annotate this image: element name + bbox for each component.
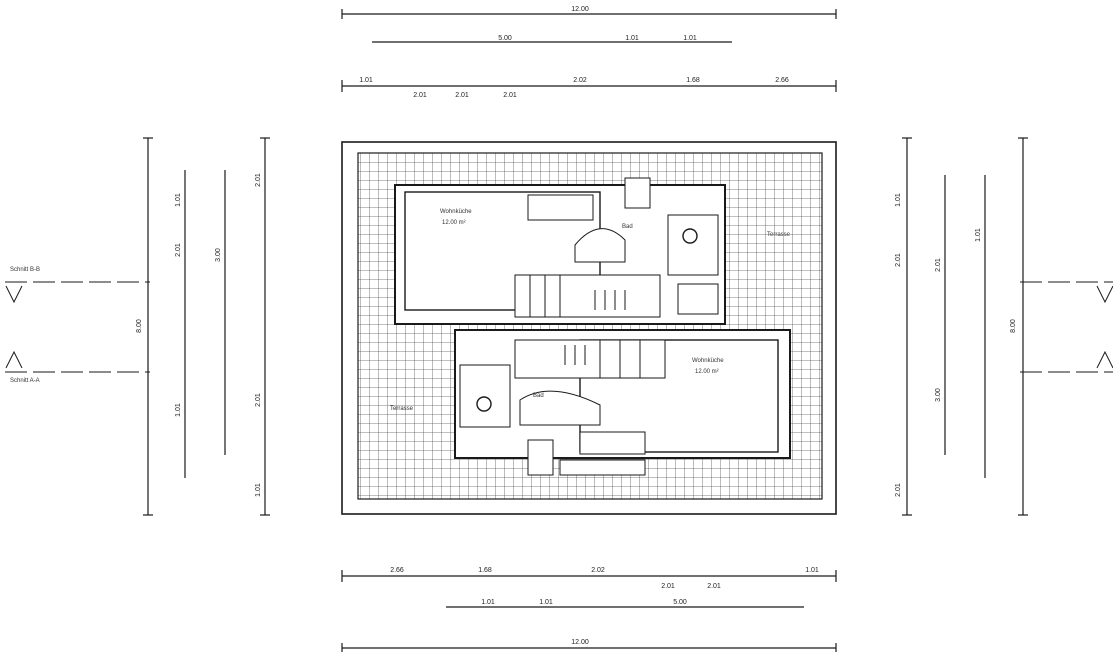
left-dim-6: 2.01: [255, 393, 262, 407]
left-dim-3: 3.00: [215, 248, 222, 262]
lower-bath-fixture-icon: [476, 396, 492, 412]
section-arrows: [5, 285, 1113, 369]
lower-entry-stair: [527, 439, 554, 476]
right-dim-1: 1.01: [895, 193, 902, 207]
right-dim-5: 3.00: [935, 388, 942, 402]
left-dim-5: 2.01: [255, 173, 262, 187]
bath-label-upper: Bad: [622, 224, 633, 230]
bottom-dimension-chain: [341, 570, 837, 652]
top-dim-4: 1.01: [359, 77, 373, 84]
lower-stair: [514, 339, 666, 379]
top-dim-7: 2.01: [503, 92, 517, 99]
left-dim-4: 1.01: [175, 403, 182, 417]
top-dimension-chain: [341, 9, 837, 92]
bath-label-lower: Bad: [533, 393, 544, 399]
lower-entry-landing: [559, 459, 646, 476]
bottom-dim-9: 5.00: [673, 599, 687, 606]
bottom-dim-6: 1.01: [805, 567, 819, 574]
bottom-dim-4: 2.01: [661, 583, 675, 590]
top-dim-1: 5.00: [498, 35, 512, 42]
building-outer-wall: [341, 141, 837, 515]
room-area-lower: 12.00 m²: [695, 369, 719, 375]
left-dimension-chain: [143, 137, 270, 516]
section-label-bottom: Schnitt A-A: [10, 378, 40, 384]
lower-bathroom: [459, 364, 511, 428]
section-label-top: Schnitt B-B: [10, 267, 40, 273]
left-dim-2: 2.01: [175, 243, 182, 257]
bottom-dim-8: 1.01: [539, 599, 553, 606]
right-dim-4: 2.01: [935, 258, 942, 272]
bottom-dim-7: 1.01: [481, 599, 495, 606]
terrace-label-right: Terrasse: [767, 232, 791, 238]
left-overall-label: 8.00: [136, 319, 143, 333]
upper-kitchen-counter: [527, 194, 594, 221]
top-dim-8: 2.02: [573, 77, 587, 84]
lower-kitchen-counter: [579, 431, 646, 455]
overall-width-bottom-label: 12.00: [571, 639, 589, 646]
left-dim-7: 1.01: [255, 483, 262, 497]
bottom-dim-3: 2.02: [591, 567, 605, 574]
room-name-lower: Wohnküche: [692, 358, 724, 364]
bottom-dim-5: 2.01: [707, 583, 721, 590]
upper-stair-treads: [529, 275, 626, 317]
upper-bathroom: [667, 214, 719, 276]
upper-entry-stair: [624, 177, 651, 209]
right-dim-2: 2.01: [895, 253, 902, 267]
left-dim-1: 1.01: [175, 193, 182, 207]
top-dim-2: 1.01: [625, 35, 639, 42]
upper-storage: [677, 283, 719, 315]
room-area-upper: 12.00 m²: [442, 220, 466, 226]
overall-width-top-label: 12.00: [571, 6, 589, 13]
bottom-dim-2: 1.68: [478, 567, 492, 574]
upper-bath-fixture-icon: [682, 228, 698, 244]
right-dimension-chain: [902, 137, 1028, 516]
right-overall-label: 8.00: [1010, 319, 1017, 333]
bottom-dim-1: 2.66: [390, 567, 404, 574]
upper-door-swing: [574, 228, 626, 263]
right-dim-6: 1.01: [975, 228, 982, 242]
right-dim-3: 2.01: [895, 483, 902, 497]
room-name-upper: Wohnküche: [440, 209, 472, 215]
lower-door-swing: [519, 390, 601, 426]
top-dim-10: 2.66: [775, 77, 789, 84]
upper-stair: [514, 274, 661, 318]
top-dim-3: 1.01: [683, 35, 697, 42]
top-dim-5: 2.01: [413, 92, 427, 99]
top-dim-9: 1.68: [686, 77, 700, 84]
terrace-label-left: Terrasse: [390, 406, 414, 412]
top-dim-6: 2.01: [455, 92, 469, 99]
lower-stair-treads: [564, 340, 641, 378]
